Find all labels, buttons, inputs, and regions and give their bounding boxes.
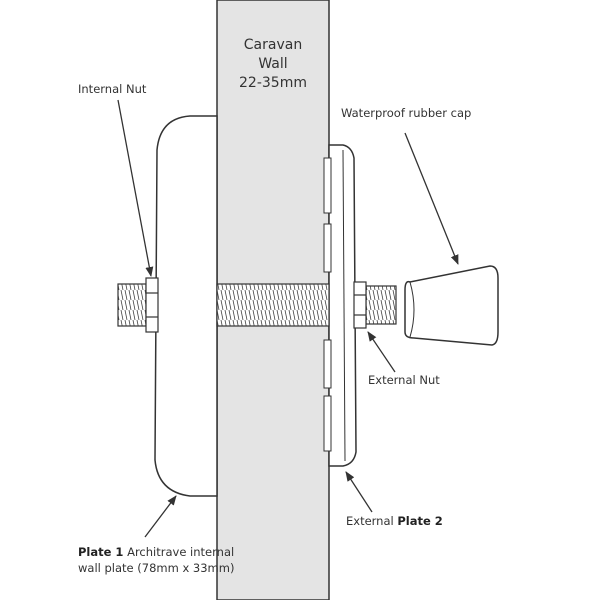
external-plate-slots (323, 157, 332, 452)
external-nut-arrow (367, 331, 396, 373)
threaded-rod-left (117, 283, 147, 327)
rubber-cap (404, 265, 499, 346)
plate1-arrow (144, 495, 177, 538)
wall-title-line2: Wall (258, 56, 288, 72)
internal-nut (145, 277, 159, 333)
plate1-label-line2: wall plate (78mm x 33mm) (78, 561, 235, 575)
wall-title-line1: Caravan (243, 37, 303, 53)
rubber-cap-label: Waterproof rubber cap (341, 106, 472, 120)
external-nut (353, 281, 367, 329)
rubber-cap-end (409, 281, 415, 338)
plate1-label-rest: Architrave internal (123, 545, 235, 559)
wall-thickness: 22-35mm (239, 75, 307, 91)
internal-plate (154, 115, 218, 497)
internal-nut-label: Internal Nut (78, 82, 147, 96)
internal-nut-arrow (117, 99, 154, 277)
external-plate-label-bold: Plate 2 (397, 514, 443, 528)
external-plate-label-prefix: External (346, 514, 394, 528)
threaded-rod-right (365, 285, 397, 325)
external-plate-arrow (345, 471, 373, 513)
external-plate-inner-edge (342, 149, 346, 462)
external-nut-label: External Nut (368, 373, 440, 387)
threaded-rod-through-wall (216, 283, 330, 327)
plate1-label-line1: Plate 1 Architrave internal (78, 545, 234, 560)
plate1-label-bold: Plate 1 (78, 545, 124, 559)
external-plate (328, 144, 357, 467)
external-plate-label: External Plate 2 (346, 514, 443, 529)
rubber-cap-arrow (404, 132, 459, 265)
